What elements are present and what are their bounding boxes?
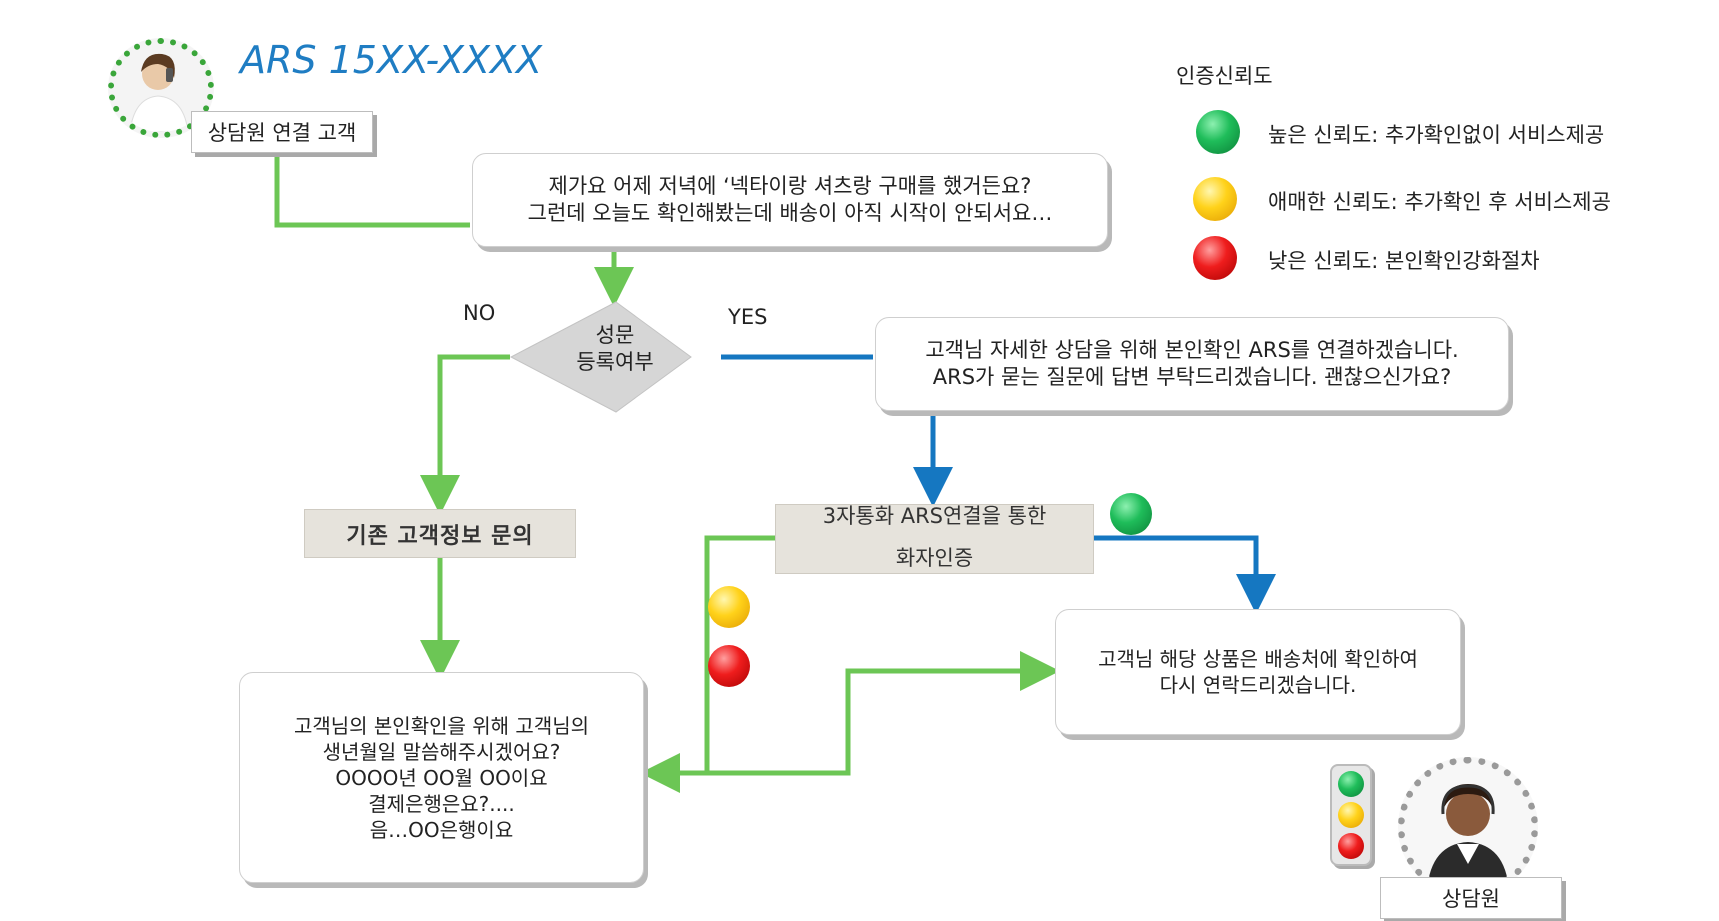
legend-item-high: 높은 신뢰도: 추가확인없이 서비스제공: [1268, 123, 1605, 147]
page-title: ARS 15XX-XXXX: [240, 38, 543, 82]
ars-line: 고객님 자세한 상담을 위해 본인확인 ARS를 연결하겠습니다.: [925, 338, 1459, 362]
verify-line: OOOO년 OO월 OO이요: [335, 765, 548, 790]
green-signal-dot: [1110, 493, 1152, 535]
verify-line: 고객님의 본인확인을 위해 고객님의: [293, 713, 590, 738]
verify-dialog-box: 고객님의 본인확인을 위해 고객님의 생년월일 말씀해주시겠어요? OOOO년 …: [239, 672, 644, 883]
reply-line: 고객님 해당 상품은 배송처에 확인하여: [1098, 647, 1418, 671]
verify-line: 음…OO은행이요: [369, 817, 514, 842]
connector-customer-to-speech: [274, 152, 470, 228]
verify-line: 생년월일 말씀해주시겠어요?: [322, 739, 561, 764]
connector-threeway-to-reply: [1092, 535, 1276, 614]
speech-line: 그런데 오늘도 확인해봤는데 배송이 아직 시작이 안되서요…: [527, 201, 1053, 225]
ars-prompt-box: 고객님 자세한 상담을 위해 본인확인 ARS를 연결하겠습니다. ARS가 묻…: [875, 317, 1509, 411]
speech-line: 제가요 어제 저녁에 ‘넥타이랑 셔츠랑 구매를 했거든요?: [548, 174, 1032, 198]
yes-label: YES: [728, 305, 768, 329]
existing-info-box: 기존 고객정보 문의: [304, 509, 576, 558]
legend-yellow-dot: [1193, 177, 1237, 221]
yellow-signal-dot: [708, 586, 750, 628]
three-way-box: 3자통화 ARS연결을 통한 화자인증: [775, 504, 1094, 574]
traffic-green-lamp: [1338, 771, 1364, 797]
connector-verify-to-reply: [707, 651, 1060, 776]
three-way-line: 3자통화 ARS연결을 통한: [822, 504, 1047, 528]
no-label: NO: [463, 301, 496, 325]
red-signal-dot: [708, 645, 750, 687]
delivery-reply-box: 고객님 해당 상품은 배송처에 확인하여 다시 연락드리겠습니다.: [1055, 609, 1461, 735]
customer-speech-box: 제가요 어제 저녁에 ‘넥타이랑 셔츠랑 구매를 했거든요? 그런데 오늘도 확…: [472, 153, 1108, 247]
decision-line: 등록여부: [576, 350, 654, 374]
customer-tag: 상담원 연결 고객: [191, 111, 373, 153]
connector-threeway-to-verify: [640, 535, 775, 793]
traffic-red-lamp: [1338, 833, 1364, 859]
legend-green-dot: [1196, 110, 1240, 154]
decision-line: 성문: [595, 323, 635, 347]
ars-line: ARS가 묻는 질문에 답변 부탁드리겠습니다. 괜찮으신가요?: [932, 365, 1452, 389]
three-way-line: 화자인증: [895, 546, 974, 570]
agent-tag: 상담원: [1380, 877, 1562, 919]
decision-label: 성문 등록여부: [540, 322, 690, 376]
verify-line: 결제은행은요?....: [368, 791, 515, 816]
reply-line: 다시 연락드리겠습니다.: [1159, 673, 1357, 697]
legend-item-low: 낮은 신뢰도: 본인확인강화절차: [1268, 249, 1540, 273]
legend-item-mid: 애매한 신뢰도: 추가확인 후 서비스제공: [1268, 190, 1611, 214]
traffic-light-icon: [1330, 764, 1372, 866]
agent-avatar-icon: [1398, 757, 1538, 897]
legend-red-dot: [1193, 236, 1237, 280]
decision-diamond: [509, 301, 692, 413]
legend-title: 인증신뢰도: [1176, 64, 1273, 88]
connector-no-branch: [420, 354, 510, 515]
traffic-yellow-lamp: [1338, 802, 1364, 828]
